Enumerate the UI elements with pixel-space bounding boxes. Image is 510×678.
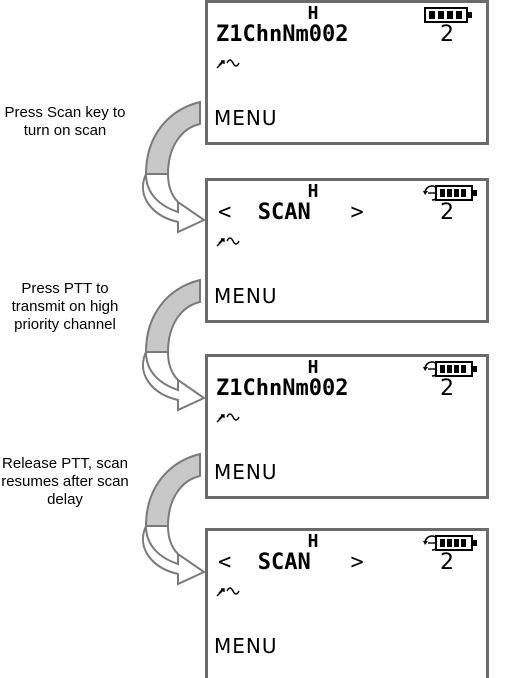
step-caption-scan-on: Press Scan key to turn on scan [4, 104, 126, 139]
power-mode-indicator: H [307, 181, 319, 202]
zone-number: 2 [440, 376, 454, 401]
scan-label: SCAN [257, 550, 311, 575]
menu-softkey[interactable]: MENU [214, 106, 278, 130]
menu-softkey[interactable]: MENU [214, 284, 278, 308]
radio-screen-2: H < SCAN > 2 MENU [205, 178, 489, 323]
menu-softkey[interactable]: MENU [214, 460, 278, 484]
zone-number: 2 [440, 550, 454, 575]
power-mode-indicator: H [307, 357, 319, 378]
curved-down-arrow-icon [142, 100, 207, 234]
power-mode-indicator: H [307, 3, 319, 24]
zone-number: 2 [440, 200, 454, 225]
zone-number: 2 [440, 22, 454, 47]
channel-name: Z1ChnNm002 [216, 22, 349, 47]
menu-softkey[interactable]: MENU [214, 634, 278, 658]
signal-icon [216, 59, 240, 69]
step-caption-release-ptt: Release PTT, scan resumes after scan del… [1, 455, 129, 508]
radio-screen-1: H Z1ChnNm002 2 MENU [205, 0, 489, 145]
scroll-right-indicator[interactable]: > [350, 550, 364, 575]
channel-name: Z1ChnNm002 [216, 376, 349, 401]
power-mode-indicator: H [307, 531, 319, 552]
scan-label: SCAN [257, 200, 311, 225]
curved-down-arrow-icon [142, 278, 207, 412]
scan-label-row: < SCAN > [218, 550, 364, 576]
scroll-left-indicator[interactable]: < [218, 200, 232, 225]
step-caption-ptt-transmit: Press PTT to transmit on high priority c… [11, 280, 119, 333]
scan-icon [423, 185, 477, 201]
signal-icon [216, 587, 240, 597]
scan-icon [423, 361, 477, 377]
scan-label-row: < SCAN > [218, 200, 364, 226]
battery-icon [424, 7, 472, 23]
radio-screen-3: H Z1ChnNm002 2 MENU [205, 354, 489, 499]
signal-icon [216, 413, 240, 423]
curved-down-arrow-icon [142, 452, 207, 586]
scan-icon [423, 535, 477, 551]
signal-icon [216, 237, 240, 247]
scroll-left-indicator[interactable]: < [218, 550, 232, 575]
radio-screen-4: H < SCAN > 2 MENU [205, 528, 489, 678]
scroll-right-indicator[interactable]: > [350, 200, 364, 225]
